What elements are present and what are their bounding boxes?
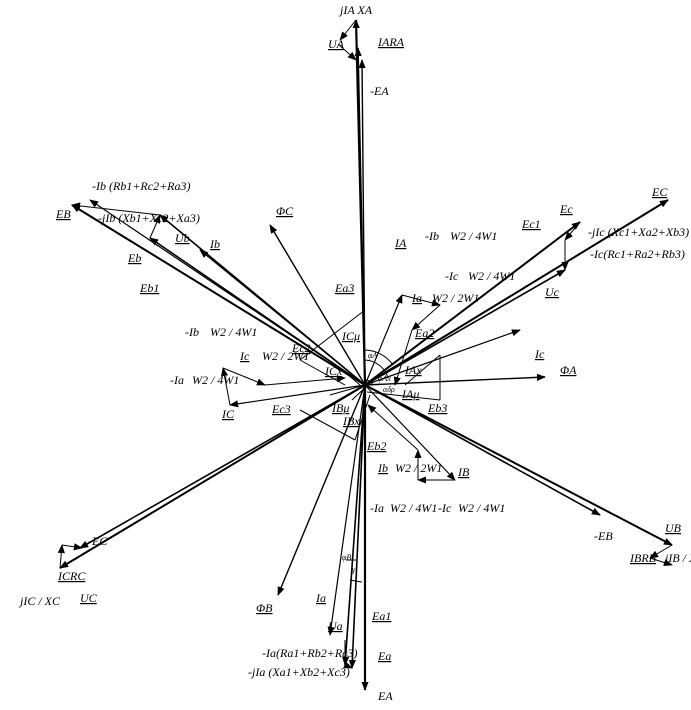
label-W2-4W1-e: W2 / 4W1 [390,501,437,515]
label-minus-Ia-low: -Ia [370,501,384,515]
vector-Ub [149,237,366,386]
label-UB: UB [665,521,682,535]
vector-EB [71,204,366,386]
label-alpha: αδρ [383,385,395,394]
vector-Ec [364,221,581,386]
label-ICRC: ICRC [57,569,86,583]
label-Uc: Uc [545,285,560,299]
label-Ic-left: Ic [239,349,250,363]
label-Ec1: Ec1 [521,217,541,231]
label-Eb: Eb [127,251,141,265]
label-minus-Ib-R: -Ib (Rb1+Rc2+Ra3) [92,179,191,193]
label-jIAXA: jIA XA [338,3,373,17]
label-IARA: IARA [377,35,405,49]
label-Ec2: Ec2 [291,341,311,355]
label-W2-4W1-b: W2 / 4W1 [468,269,515,283]
vector-EC [364,199,669,386]
label-IBx: IBx [342,414,360,428]
vector-IA [364,294,403,386]
label-EB: EB [55,207,71,221]
label-PhiA: ΦA [560,363,577,377]
label-ICmu: ICμ [341,329,360,343]
label-EC: EC [651,185,668,199]
label-Ea3: Ea3 [334,281,354,295]
vector-Ic [364,329,521,386]
label-PhiC: ΦC [276,204,294,218]
label-Eb3: Eb3 [427,401,447,415]
label-IAx: IAx [404,363,422,377]
label-ICx: ICx [324,364,343,378]
label-minus-EB: -EB [594,529,613,543]
label-minus-Ib-left: -Ib [185,325,199,339]
label-jIB-XB: jIB / XB [663,551,691,565]
label-W2-2W1-c: W2 / 2W1 [395,461,442,475]
vector-Ib [199,249,366,386]
label-Ea2: Ea2 [414,326,434,340]
vector-Ua [341,384,366,666]
label-IC: IC [221,407,235,421]
label-Ib-low: Ib [377,461,388,475]
label-W2-2W1-a: W2 / 2W1 [432,291,479,305]
labels: jIA XA UA IARA -EA -Ib (Rb1+Rc2+Ra3) -jI… [18,3,691,703]
main-vectors [59,19,673,691]
label-minus-Ib-top: -Ib [425,229,439,243]
label-minus-EC: -EC [88,534,108,548]
label-Ec3: Ec3 [271,402,291,416]
label-IAmu: IAμ [401,387,419,401]
label-Eb1: Eb1 [139,281,159,295]
label-UC: UC [80,591,98,605]
vector-EC-lower [59,384,366,569]
label-Ia-bottom: Ia [315,591,326,605]
label-W2-4W1-d: W2 / 4W1 [192,373,239,387]
label-W2-4W1-f: W2 / 4W1 [458,501,505,515]
label-EA: EA [377,689,393,703]
label-minus-Ia-left: -Ia [170,373,184,387]
label-Ib: Ib [209,237,220,251]
vector-Uc [364,269,566,386]
label-PhiB: ΦB [256,601,273,615]
label-Ia-top: Ia [411,291,422,305]
vector-PhiC [269,224,366,386]
vector-Ea [348,384,366,669]
label-Ub: Ub [175,231,190,245]
label-UA: UA [328,37,345,51]
vector-minus-EB [364,384,601,516]
label-minus-Ic-top: -Ic [445,269,459,283]
vector-PhiB [277,384,366,596]
label-W2-4W1-a: W2 / 4W1 [450,229,497,243]
label-Ua: Ua [328,619,343,633]
label-Eb2: Eb2 [366,439,386,453]
label-minus-jIa-X: -jIa (Xa1+Xb2+Xc3) [248,665,350,679]
label-phiA: φA [368,351,377,360]
vector-minus-EC [79,384,366,549]
label-phiAx: φAx [378,374,391,383]
label-W2-4W1-c: W2 / 4W1 [210,325,257,339]
label-jIC-XC: jIC / XC [18,594,61,608]
label-W2-2W1-b: W2 / 2W1 [262,349,309,363]
label-minus-jIb-X: -jIb (Xb1+Xc2+Xa3) [98,211,200,225]
label-IBRB: IBRB [629,551,657,565]
vector-IC [229,384,366,408]
label-Ea1: Ea1 [371,609,391,623]
label-minus-Ic-low: -Ic [438,501,452,515]
label-phiB: φB [342,553,351,562]
label-minus-EA: -EA [370,84,389,98]
label-Ea: Ea [377,649,391,663]
vector-minus-EA [358,59,366,386]
label-IB: IB [457,465,470,479]
label-gamma: γ [352,565,356,574]
label-Ec: Ec [559,202,573,216]
label-IA: IA [394,236,407,250]
label-IBmu: IBμ [331,401,349,415]
label-Ic: Ic [534,347,545,361]
label-minus-Ia-R: -Ia(Ra1+Rb2+Rc3) [262,646,358,660]
vector-PhiA [364,373,546,386]
label-minus-Ic-R: -Ic(Rc1+Ra2+Rb3) [590,247,685,261]
vector-EB-lower [364,384,673,546]
construction-lines [57,19,673,669]
label-minus-jIc-X: -jIc (Xc1+Xa2+Xb3) [588,225,689,239]
vector-IB [364,384,456,481]
